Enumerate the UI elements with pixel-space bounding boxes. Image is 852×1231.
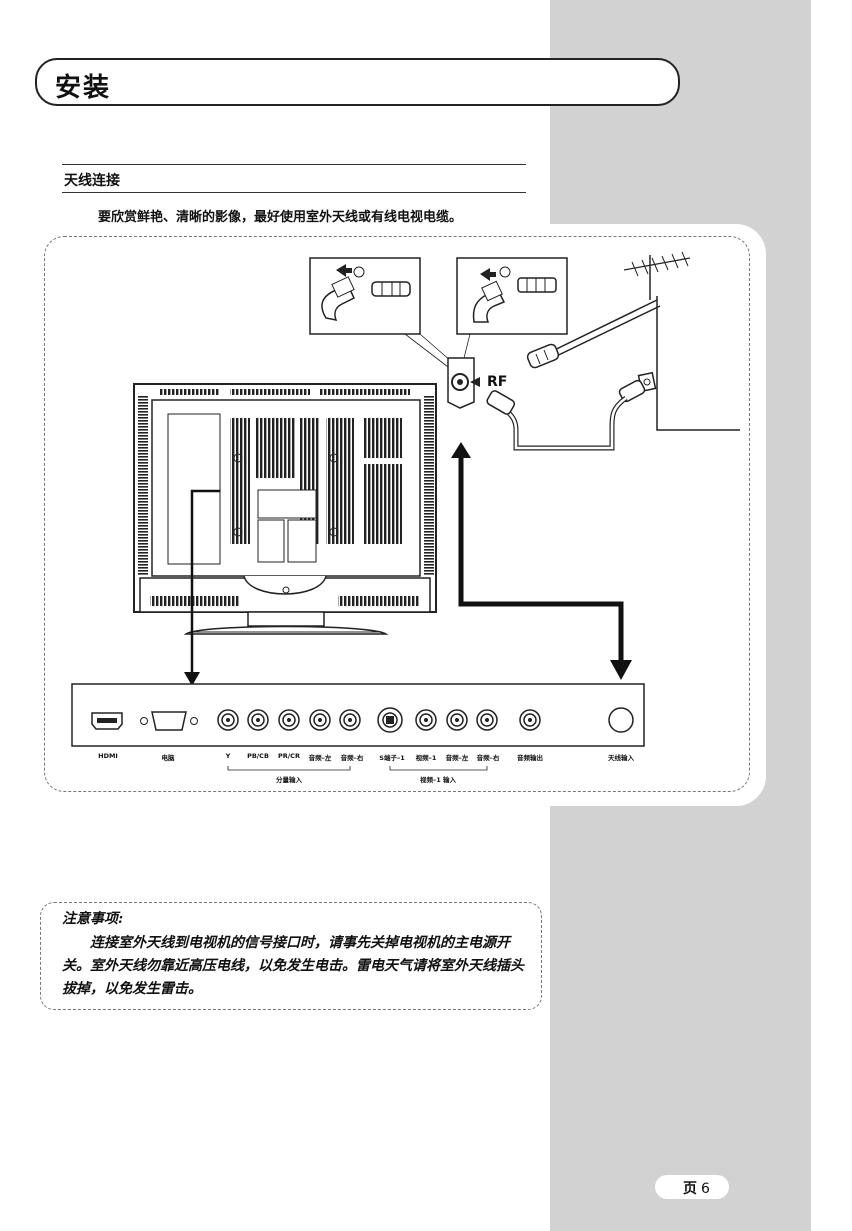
- note-title: 注意事项:: [62, 911, 124, 927]
- antenna-cable-plug: [526, 343, 560, 369]
- port-label-component-audio-left: 音频–左: [308, 754, 332, 762]
- port-label-av-audio-right: 音频–右: [476, 754, 500, 762]
- page-label: 页: [683, 1181, 697, 1197]
- port-label-pc: 电脑: [161, 754, 175, 762]
- diagram-dashed-border: [44, 236, 750, 792]
- rf-socket: [447, 357, 480, 409]
- page-number: 6: [701, 1181, 710, 1197]
- intro-text: 要欣赏鲜艳、清晰的影像，最好使用室外天线或有线电视电缆。: [98, 210, 463, 225]
- port-label-audio-out: 音频输出: [517, 754, 543, 762]
- port-label-hdmi: HDMI: [98, 752, 118, 760]
- wall-outlet-cable: [486, 371, 657, 451]
- section-title: 天线连接: [64, 173, 120, 189]
- note-body: 连接室外天线到电视机的信号接口时，请事先关掉电视机的主电源开关。室外天线勿靠近高…: [62, 935, 524, 997]
- section-rule-top: [62, 164, 526, 165]
- tv-plug-callout: [456, 257, 568, 335]
- terminal-panel: [71, 683, 645, 771]
- port-label-y: Y: [225, 752, 231, 760]
- note-box: [40, 902, 542, 1010]
- page-title: 安装: [55, 73, 112, 103]
- port-label-video1: 视频–1: [415, 754, 437, 762]
- group-label-av1: 视频–1 输入: [419, 776, 457, 784]
- section-rule-bottom: [62, 192, 526, 193]
- outdoor-antenna-icon: [537, 251, 740, 431]
- page-tab: [655, 1175, 729, 1199]
- port-label-pbcb: PB/CB: [247, 752, 269, 760]
- port-label-av-audio-left: 音频–左: [445, 754, 469, 762]
- port-label-prcr: PR/CR: [278, 752, 300, 760]
- arrow-to-rear-panel: [184, 489, 220, 686]
- tv-rear-view: [133, 383, 437, 635]
- port-label-component-audio-right: 音频–右: [340, 754, 364, 762]
- rf-label: RF: [487, 374, 508, 390]
- port-label-antenna-in: 天线输入: [608, 754, 634, 762]
- port-label-svideo: S端子–1: [379, 754, 405, 762]
- title-box: 安装: [35, 58, 680, 106]
- coax-plug-callout: [309, 257, 421, 335]
- arrow-antenna-link: [451, 442, 632, 680]
- group-label-component: 分量输入: [276, 776, 302, 784]
